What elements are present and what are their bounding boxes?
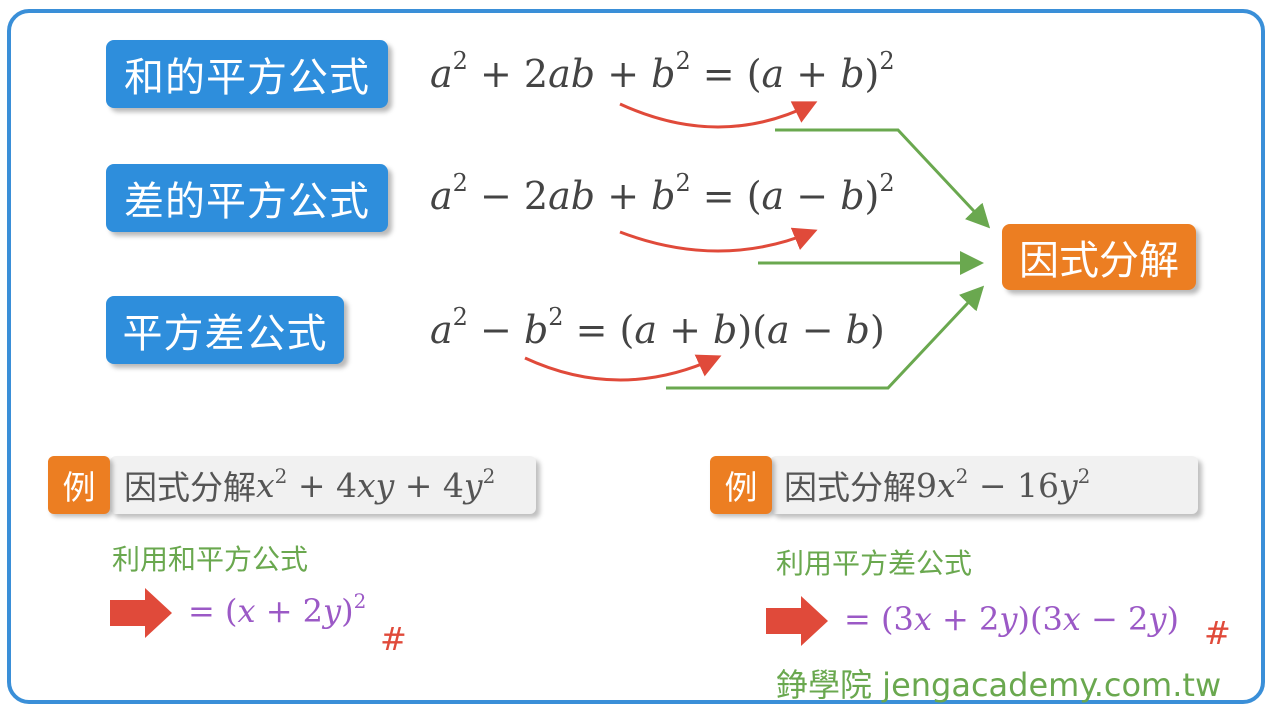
example-prefix-2: 因式分解 xyxy=(784,468,916,507)
example-hint-1: 利用和平方公式 xyxy=(112,543,309,576)
example-prefix-1: 因式分解 xyxy=(124,468,256,507)
red-arrow-2 xyxy=(619,227,818,253)
label-sum-square: 和的平方公式 xyxy=(106,40,388,108)
slide-frame xyxy=(7,9,1265,704)
red-arrow-3 xyxy=(524,354,722,382)
factorization-box: 因式分解 xyxy=(1002,224,1196,290)
example-badge-2: 例 xyxy=(710,456,772,514)
example-box-1: 因式分解 x2 + 4xy + 4y2 xyxy=(110,456,536,514)
example-expression-2: 9x2 − 16y2 xyxy=(916,463,1091,505)
answer-arrow-right-icon xyxy=(766,596,828,646)
example-hint-2: 利用平方差公式 xyxy=(776,547,973,580)
example-answer-2: = (3x + 2y)(3x − 2y) xyxy=(844,600,1179,638)
green-arrow-3 xyxy=(666,285,985,390)
end-mark-2: # xyxy=(1204,614,1231,652)
red-arrow-1 xyxy=(619,101,818,129)
answer-arrow-left-icon xyxy=(110,588,172,638)
label-diff-square: 差的平方公式 xyxy=(106,164,388,232)
end-mark-1: # xyxy=(380,620,407,658)
formula-sum-square: a2 + 2ab + b2 = (a + b)2 xyxy=(430,47,895,96)
formula-diff-square: a2 − 2ab + b2 = (a − b)2 xyxy=(430,169,895,218)
footer-brand[interactable]: 錚學院 jengacademy.com.tw xyxy=(776,666,1222,704)
example-expression-1: x2 + 4xy + 4y2 xyxy=(256,463,496,505)
green-arrow-1 xyxy=(775,128,991,229)
example-box-2: 因式分解 9x2 − 16y2 xyxy=(770,456,1198,514)
formula-diff-of-squares: a2 − b2 = (a + b)(a − b) xyxy=(430,303,885,352)
example-badge-1: 例 xyxy=(48,456,110,514)
label-diff-of-squares: 平方差公式 xyxy=(106,296,344,364)
example-answer-1: = (x + 2y)2 xyxy=(188,589,367,630)
